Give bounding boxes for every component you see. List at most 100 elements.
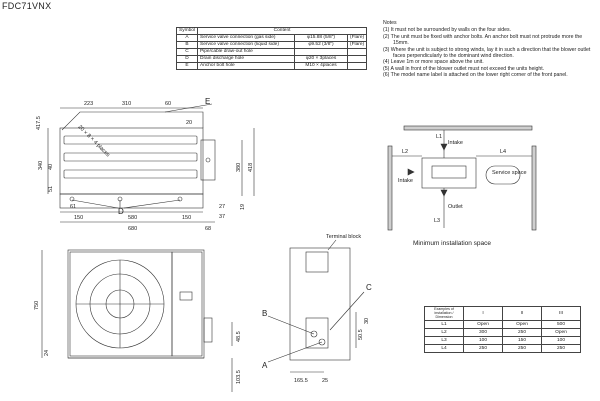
dim-text: 48.5	[236, 331, 242, 342]
top-view-slot	[63, 152, 198, 162]
side-view	[267, 239, 365, 373]
note-item: (3) Where the unit is subject to strong …	[383, 46, 591, 60]
note-item: (2) The unit must be fixed with anchor b…	[383, 33, 583, 47]
anchor-hole	[205, 157, 211, 163]
notes-title: Notes	[383, 20, 397, 26]
leader-line	[329, 291, 365, 331]
drain-hole	[177, 196, 183, 202]
unit-inner	[431, 165, 467, 179]
model-label	[179, 291, 193, 301]
label-c: C	[366, 283, 372, 292]
dim-text: 20	[186, 120, 192, 126]
valve-area	[305, 317, 329, 349]
dim-text: 51	[48, 186, 54, 192]
l3-label: L3	[434, 218, 440, 224]
leader-line	[267, 315, 315, 335]
dim-text: 27	[219, 204, 225, 210]
dim-text: 50.5	[358, 329, 364, 340]
leader-line	[123, 199, 181, 209]
service-label: Service space	[492, 170, 527, 176]
front-view-text: 750 24 48.5 103.5	[34, 301, 242, 384]
dim-text: 150	[74, 215, 83, 221]
dim-text: 25	[322, 378, 328, 384]
l1-label: L1	[436, 134, 442, 140]
top-view	[47, 103, 255, 223]
dim-text: 30	[364, 318, 370, 324]
type-cell	[346, 62, 368, 70]
valve-b	[310, 330, 318, 338]
space-col-header: III	[541, 306, 581, 321]
label-e: E	[205, 97, 210, 106]
terminal-block	[305, 251, 329, 273]
leader-line	[267, 341, 323, 363]
label-b: B	[262, 309, 267, 318]
dim-text: 24	[44, 350, 50, 356]
top-view-slot	[63, 169, 198, 179]
dim-text: 40	[48, 164, 54, 170]
leader-line	[327, 239, 337, 251]
dim-text: 340	[38, 161, 44, 170]
space-value-cell: 250	[541, 343, 581, 353]
side-view-text: Terminal block 165.5 25 50.5 30 A B C	[262, 234, 372, 384]
dim-text: 150	[182, 215, 191, 221]
top-view-slot	[63, 135, 198, 145]
dim-text: 61	[70, 204, 76, 210]
note-item: (5) A wall in front of the blower outlet…	[383, 65, 545, 72]
installation-diagram	[387, 125, 537, 231]
dim-text: 68	[205, 226, 211, 232]
dim-text: 37	[219, 214, 225, 220]
service-space	[485, 165, 521, 185]
l4-label: L4	[500, 149, 506, 155]
dim-text: 417.5	[36, 116, 42, 130]
terminal-block-label: Terminal block	[326, 234, 361, 240]
dim-text: 680	[128, 226, 137, 232]
top-view-back-edge	[61, 111, 204, 131]
dim-text: 165.5	[294, 378, 308, 384]
intake-arrow	[440, 143, 448, 151]
front-view	[41, 249, 233, 392]
wall-right	[531, 145, 537, 231]
dim-text: 310	[122, 101, 131, 107]
top-view-valve-housing	[200, 139, 216, 181]
intake-label: Intake	[448, 140, 463, 146]
leader-line	[164, 103, 213, 113]
label-d: D	[118, 207, 124, 216]
note-item: (1) It must not be surrounded by walls o…	[383, 27, 512, 34]
symbol-table: Symbol Content A Service valve connectio…	[176, 27, 368, 70]
space-table-header: Examples of installation / Dimension I I…	[424, 306, 581, 321]
front-side-panel	[171, 251, 203, 357]
dim-text: 103.5	[236, 370, 242, 384]
table-row: B Service valve connection (liquid side)…	[176, 41, 368, 49]
notes-block: Notes (1) It must not be surrounded by w…	[383, 20, 593, 79]
installation-space-table: Examples of installation / Dimension I I…	[424, 306, 581, 353]
dim-text: 223	[84, 101, 93, 107]
dim-text: 60	[165, 101, 171, 107]
intake-left-label: Intake	[398, 178, 413, 184]
valve-a	[318, 338, 326, 346]
l2-label: L2	[402, 149, 408, 155]
dim-text: 750	[34, 301, 40, 310]
label-a: A	[262, 361, 268, 370]
unit-outline	[421, 157, 477, 189]
valve-cover	[203, 317, 213, 343]
dim-text: 380	[236, 163, 242, 172]
model-title: FDC71VNX	[2, 1, 52, 11]
wall-top	[403, 125, 533, 131]
wall-left	[387, 145, 393, 231]
outlet-label: Outlet	[448, 204, 463, 210]
dim-text: 580	[128, 215, 137, 221]
note-item: (4) Leave 1m or more space above the uni…	[383, 59, 484, 66]
table-row: E Anchor bolt hole M10 × 4places	[176, 62, 368, 70]
side-view-outline	[289, 247, 351, 361]
intake-left-arrow	[407, 168, 415, 176]
leader-line	[71, 199, 119, 209]
installation-text: Intake Intake Outlet Service space L1 L2…	[398, 134, 527, 224]
dim-text: 418	[248, 163, 254, 172]
installation-caption: Minimum installation space	[413, 240, 492, 247]
table-row: L4 250 250 250	[424, 343, 581, 353]
drain-hole	[69, 196, 75, 202]
note-item: (6) The model name label is attached on …	[383, 72, 568, 79]
top-view-base	[59, 193, 204, 209]
